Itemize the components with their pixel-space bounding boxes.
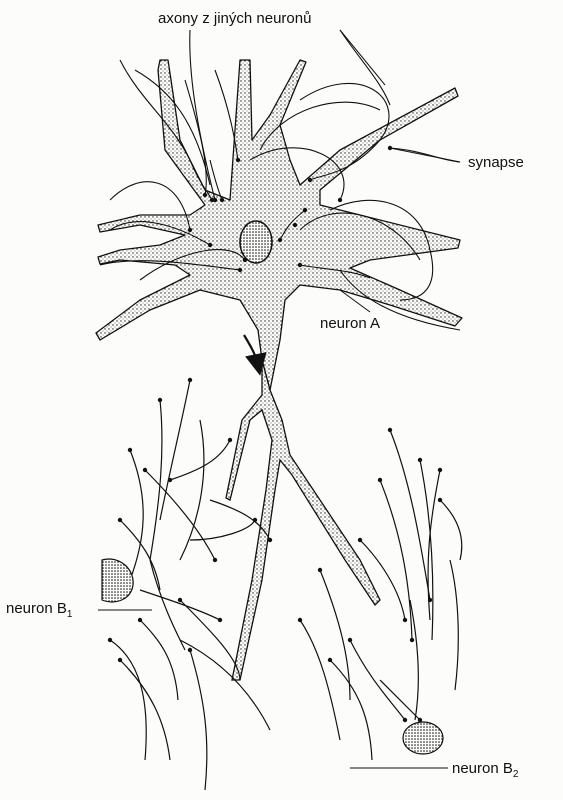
- neuron-a-nucleus: [239, 220, 273, 264]
- neuron-a-body: [95, 59, 463, 391]
- neuron-b2-soma: [402, 721, 444, 755]
- incoming-axons-a: [99, 29, 461, 331]
- label-neuron-a: neuron A: [320, 315, 381, 332]
- label-axons: axony z jiných neuronů: [158, 10, 312, 27]
- label-neuron-b2: neuron B2: [452, 760, 518, 780]
- label-synapse: synapse: [468, 154, 524, 171]
- neuron-a: [95, 59, 463, 391]
- neuron-b1-branches: [109, 379, 271, 791]
- neuron-b2-knobs: [297, 427, 443, 723]
- neuron-a-axon: [225, 359, 381, 681]
- label-neuron-b1-text: neuron B: [6, 600, 67, 617]
- leader-lines: [98, 29, 461, 769]
- synapse-knobs-a: [187, 145, 393, 273]
- label-neuron-b1: neuron B1: [6, 600, 72, 620]
- label-neuron-b2-text: neuron B: [452, 760, 513, 777]
- signal-direction-arrow: [243, 334, 267, 376]
- label-neuron-b2-sub: 2: [512, 769, 519, 780]
- label-neuron-b1-sub: 1: [66, 609, 73, 620]
- neuron-b1-knobs: [107, 377, 273, 663]
- neuron-b2-branches: [299, 429, 463, 761]
- neuron-b1-soma: [101, 558, 134, 603]
